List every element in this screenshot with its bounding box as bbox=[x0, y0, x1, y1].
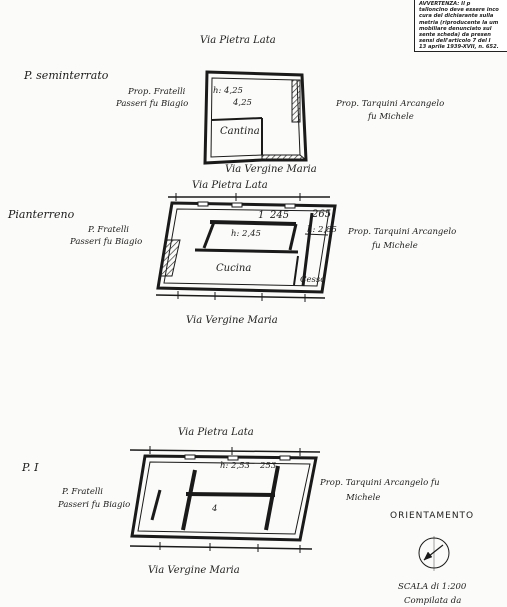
ground-stair bbox=[159, 239, 181, 277]
first-partition bbox=[185, 492, 276, 497]
ground-owner-right-2: fu Michele bbox=[372, 241, 418, 251]
notice-line: AVVERTENZA: Il p bbox=[419, 1, 471, 7]
basement-height-label: h: 4,25 bbox=[213, 86, 243, 96]
notice-line: mobiliare denunciato sul bbox=[419, 25, 492, 32]
ground-partition bbox=[202, 221, 216, 249]
orientation-label: ORIENTAMENTO bbox=[390, 511, 475, 521]
first-height-label: h: 2,53 bbox=[220, 461, 250, 471]
notice-line: 13 aprile 1939-XVII, n. 652. bbox=[419, 44, 499, 51]
basement-owner-right-1: Prop. Tarquini Arcangelo bbox=[336, 99, 445, 109]
ground-owner-left-1: P. Fratelli bbox=[88, 225, 130, 235]
notice-line: sente scheda) da presen bbox=[419, 32, 491, 39]
notice-box: AVVERTENZA: Il p tallonclno deve essere … bbox=[414, 0, 507, 52]
first-owner-right-1: Prop. Tarquini Arcangelo fu bbox=[320, 478, 440, 488]
ground-partition bbox=[194, 248, 299, 254]
first-partition bbox=[150, 489, 162, 521]
notice-line: sensi dell'articolo 7 del I bbox=[419, 38, 491, 45]
first-level-label: P. I bbox=[22, 461, 39, 474]
ground-street-bottom: Via Vergine Maria bbox=[186, 315, 278, 326]
first-street-line-bottom bbox=[129, 545, 313, 550]
first-plan bbox=[129, 446, 321, 553]
ground-partition bbox=[209, 220, 297, 226]
ground-height-label: h: 2,45 bbox=[231, 229, 261, 239]
ground-plan bbox=[155, 193, 337, 302]
basement-street-bottom: Via Vergine Maria bbox=[225, 164, 317, 175]
basement-stair bbox=[291, 79, 301, 123]
first-owner-left-2: Passeri fu Biagio bbox=[58, 500, 131, 510]
basement-level-label: P. seminterrato bbox=[24, 69, 109, 82]
notice-line: cura del dichiarante sulla bbox=[419, 13, 494, 20]
ground-owner-left-2: Passeri fu Biagio bbox=[70, 237, 143, 247]
ground-owner-right-1: Prop. Tarquini Arcangelo bbox=[348, 227, 457, 237]
ground-num-2: 245 bbox=[270, 210, 290, 221]
first-street-bottom: Via Vergine Maria bbox=[148, 565, 240, 576]
first-outer-wall bbox=[130, 454, 318, 542]
first-inner-wall bbox=[137, 461, 311, 535]
ground-partition bbox=[288, 223, 298, 251]
ground-partition bbox=[293, 255, 299, 286]
ground-partition bbox=[301, 212, 314, 287]
ground-level-label: Pianterreno bbox=[8, 208, 75, 221]
basement-corner-hatch bbox=[261, 154, 308, 161]
basement-street-top: Via Pietra Lata bbox=[200, 35, 276, 46]
ground-num-3: 265 bbox=[312, 209, 332, 220]
first-height-right: 253 bbox=[260, 461, 277, 471]
compass-rose-icon bbox=[418, 536, 450, 571]
first-owner-left-1: P. Fratelli bbox=[62, 487, 104, 497]
first-street-top: Via Pietra Lata bbox=[178, 427, 254, 438]
basement-owner-left-1: Prop. Fratelli bbox=[128, 87, 186, 97]
basement-owner-right-2: fu Michele bbox=[368, 112, 414, 122]
basement-height-value: 4,25 bbox=[233, 98, 252, 108]
first-owner-right-2: Michele bbox=[346, 493, 381, 503]
first-room-num: 4 bbox=[212, 504, 218, 514]
ground-height-right: h: 2,85 bbox=[307, 225, 337, 235]
ground-street-line-bottom bbox=[155, 294, 326, 299]
ground-street-top: Via Pietra Lata bbox=[192, 180, 268, 191]
first-street-line-top bbox=[129, 449, 321, 453]
basement-partition bbox=[211, 117, 263, 121]
basement-room-label: Cantina bbox=[220, 126, 260, 137]
basement-owner-left-2: Passeri fu Biagio bbox=[116, 99, 189, 109]
ground-room-label: Cucina bbox=[216, 263, 252, 274]
notice-line: metria (riproducente la um bbox=[419, 19, 499, 26]
first-partition bbox=[264, 465, 280, 531]
first-partition bbox=[181, 469, 197, 531]
ground-num-1: 1 bbox=[258, 210, 265, 221]
basement-plan bbox=[203, 70, 308, 165]
compiled-label: Compilata da bbox=[404, 596, 462, 606]
ground-small-room-label: Cesso bbox=[300, 275, 326, 285]
notice-line: tallonclno deve essere inco bbox=[419, 7, 499, 14]
scale-label: SCALA di 1:200 bbox=[398, 582, 467, 592]
